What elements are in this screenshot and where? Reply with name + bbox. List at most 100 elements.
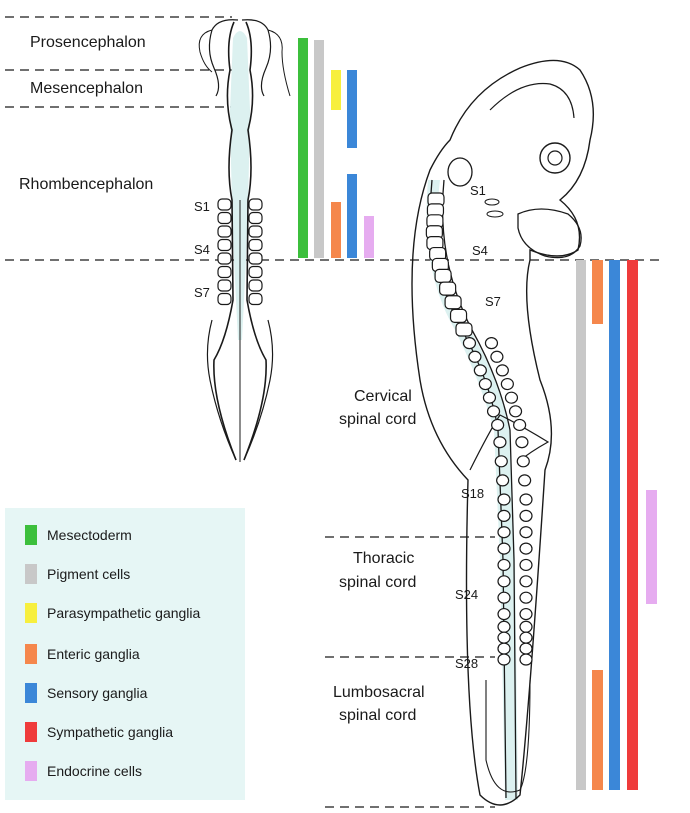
- legend-label: Enteric ganglia: [47, 646, 140, 662]
- somite-block: [495, 364, 509, 377]
- somite-label-right-s28: S28: [455, 656, 479, 671]
- legend-label: Parasympathetic ganglia: [47, 605, 201, 621]
- somite-block: [519, 558, 533, 572]
- forebrain-fold-left: [198, 29, 213, 73]
- forebrain-fold-right: [267, 29, 291, 97]
- somite-block: [519, 620, 533, 633]
- somite-block: [519, 542, 533, 555]
- somite-block: [497, 607, 511, 621]
- somite-left: [217, 252, 232, 265]
- somite-block: [497, 591, 511, 604]
- legend-swatch: [25, 683, 37, 703]
- neural-fold-left: [213, 21, 237, 461]
- somite-block: [494, 455, 508, 468]
- somite-block: [497, 526, 511, 539]
- dorsal-view-embryo: [198, 19, 291, 462]
- bar-sensory-ganglia-cranial-upper: [347, 70, 357, 148]
- legend-item-parasympathetic-ganglia: Parasympathetic ganglia: [25, 602, 200, 624]
- head-fold-left: [208, 19, 239, 97]
- legend-label: Mesectoderm: [47, 527, 132, 543]
- somite-block: [482, 391, 497, 404]
- somite-label-right-s7: S7: [485, 294, 501, 309]
- bar-enteric-ganglia-sacral: [592, 670, 603, 790]
- bar-enteric-ganglia-cranial: [331, 202, 341, 258]
- somite-block: [497, 542, 511, 555]
- bar-endocrine-cells-trunk: [646, 490, 657, 604]
- bar-endocrine-cells-cranial: [364, 216, 374, 258]
- somite-block: [439, 281, 457, 296]
- somite-label-left-s1: S1: [194, 199, 210, 214]
- bar-pigment-cells-trunk: [576, 260, 586, 790]
- somite-block: [486, 405, 501, 418]
- bar-mesectoderm-cranial: [298, 38, 308, 258]
- somite-right: [248, 198, 263, 211]
- somite-block: [519, 631, 533, 644]
- bar-sensory-ganglia-cranial-lower: [347, 174, 357, 258]
- left-somite-column: [217, 198, 263, 306]
- label-prosencephalon: Prosencephalon: [30, 34, 146, 51]
- somite-block: [519, 526, 533, 539]
- somite-block: [519, 493, 533, 506]
- body-outline: [206, 319, 274, 461]
- otic-vesicle: [447, 157, 473, 187]
- somite-block: [504, 391, 519, 404]
- somite-block: [490, 350, 504, 363]
- pharyngeal-arch-2: [486, 210, 504, 218]
- legend-item-sensory-ganglia: Sensory ganglia: [25, 682, 147, 704]
- somite-left: [217, 279, 232, 292]
- somite-block: [455, 322, 473, 337]
- somite-block: [491, 418, 505, 432]
- somite-label-left-s7: S7: [194, 285, 210, 300]
- somite-label-left-s4: S4: [194, 242, 210, 257]
- head-contour: [489, 82, 575, 119]
- somite-label-right-s1: S1: [470, 183, 486, 198]
- somite-block: [496, 474, 510, 487]
- somite-block: [519, 607, 533, 621]
- bar-pigment-cells-cranial: [314, 40, 324, 258]
- label-thoracic-2: spinal cord: [339, 574, 417, 591]
- somite-block: [518, 474, 532, 487]
- somite-block: [473, 364, 487, 377]
- bar-enteric-ganglia-vagal: [592, 260, 603, 324]
- somite-block: [434, 268, 452, 283]
- somite-block: [497, 653, 511, 666]
- somite-right: [248, 252, 263, 265]
- somite-block: [497, 620, 511, 633]
- legend-label: Endocrine cells: [47, 763, 142, 779]
- legend-swatch: [25, 761, 37, 781]
- neural-plate-fill: [230, 31, 250, 340]
- somite-block: [497, 575, 511, 588]
- somite-left: [217, 292, 232, 306]
- pharyngeal-arch-1: [484, 198, 500, 206]
- somite-block: [468, 350, 482, 363]
- somite-block: [478, 377, 492, 391]
- neural-fold-right: [243, 21, 267, 461]
- lateral-view-embryo: [411, 59, 595, 806]
- somite-block: [513, 418, 527, 432]
- embryo-body-outline: [411, 59, 595, 806]
- somite-block: [493, 436, 507, 449]
- right-somite-column: [425, 192, 533, 666]
- somite-block: [444, 295, 462, 310]
- somite-block: [449, 308, 468, 323]
- somite-block: [515, 436, 529, 449]
- legend-item-pigment-cells: Pigment cells: [25, 563, 130, 585]
- bar-parasympathetic-ganglia-cranial: [331, 70, 341, 110]
- somite-left: [217, 265, 232, 279]
- legend-item-endocrine-cells: Endocrine cells: [25, 760, 142, 782]
- legend-swatch: [25, 564, 37, 584]
- somite-block: [500, 377, 514, 391]
- bar-sensory-ganglia-trunk: [609, 260, 620, 790]
- somite-block: [497, 631, 511, 644]
- label-mesencephalon: Mesencephalon: [30, 80, 143, 97]
- legend-label: Sensory ganglia: [47, 685, 148, 701]
- legend-swatch: [25, 603, 37, 623]
- somite-label-right-s4: S4: [472, 243, 488, 258]
- heart-bulge: [517, 208, 582, 259]
- somite-block: [497, 558, 511, 572]
- optic-vesicle-outer: [539, 142, 571, 174]
- head-fold-right: [241, 19, 272, 97]
- label-thoracic-1: Thoracic: [353, 550, 415, 567]
